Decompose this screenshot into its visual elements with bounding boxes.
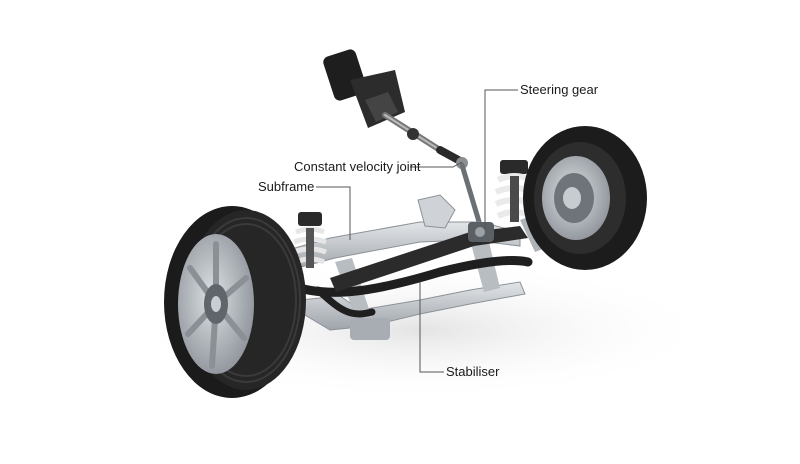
leader-stabiliser [419, 282, 444, 373]
right-wheel [523, 126, 647, 270]
subframe [269, 194, 526, 340]
leader-constant-velocity-joint [410, 161, 463, 168]
steering-rack [330, 222, 528, 292]
leader-subframe [316, 186, 351, 240]
stabiliser-bar [285, 256, 533, 318]
left-wheel [164, 206, 306, 398]
leader-lines [316, 89, 518, 373]
leader-steering-gear [484, 89, 518, 230]
label-stabiliser: Stabiliser [446, 364, 500, 379]
steering-column [323, 49, 483, 228]
label-constant-velocity-joint: Constant velocity joint [294, 159, 421, 174]
label-subframe: Subframe [258, 179, 315, 194]
label-steering-gear: Steering gear [520, 82, 599, 97]
